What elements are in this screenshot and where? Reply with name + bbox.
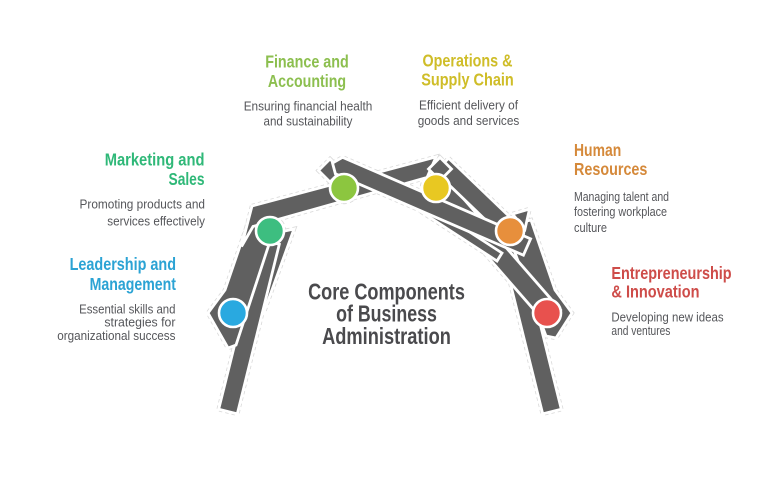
svg-text:Management: Management [90,274,177,294]
svg-text:of Business: of Business [336,301,437,327]
svg-text:services effectively: services effectively [107,214,205,229]
svg-text:Administration: Administration [322,323,451,349]
svg-text:Operations &: Operations & [423,51,513,71]
svg-text:Sales: Sales [169,169,205,189]
svg-text:Marketing and: Marketing and [105,150,205,170]
svg-text:Leadership and: Leadership and [70,254,176,274]
svg-text:goods and services: goods and services [418,113,520,128]
svg-text:Human: Human [574,140,621,160]
svg-text:Promoting products and: Promoting products and [80,196,206,211]
svg-text:Entrepreneurship: Entrepreneurship [611,263,731,283]
svg-text:and ventures: and ventures [611,323,670,338]
svg-text:culture: culture [574,220,607,235]
svg-text:Resources: Resources [574,159,648,179]
svg-text:Essential skills and: Essential skills and [79,301,175,316]
svg-text:strategies for: strategies for [104,315,176,330]
svg-text:Managing talent and: Managing talent and [574,189,669,204]
svg-text:and sustainability: and sustainability [264,114,353,129]
svg-text:organizational success: organizational success [57,328,176,343]
svg-text:Supply Chain: Supply Chain [421,70,514,90]
svg-text:Ensuring financial health: Ensuring financial health [244,98,373,113]
svg-text:Accounting: Accounting [268,71,346,91]
svg-text:Efficient delivery of: Efficient delivery of [419,98,518,113]
svg-text:& Innovation: & Innovation [611,281,699,301]
svg-text:Core Components: Core Components [308,279,465,305]
svg-text:Finance and: Finance and [265,51,349,71]
svg-text:fostering workplace: fostering workplace [574,204,667,219]
svg-text:Developing new ideas: Developing new ideas [611,309,724,324]
